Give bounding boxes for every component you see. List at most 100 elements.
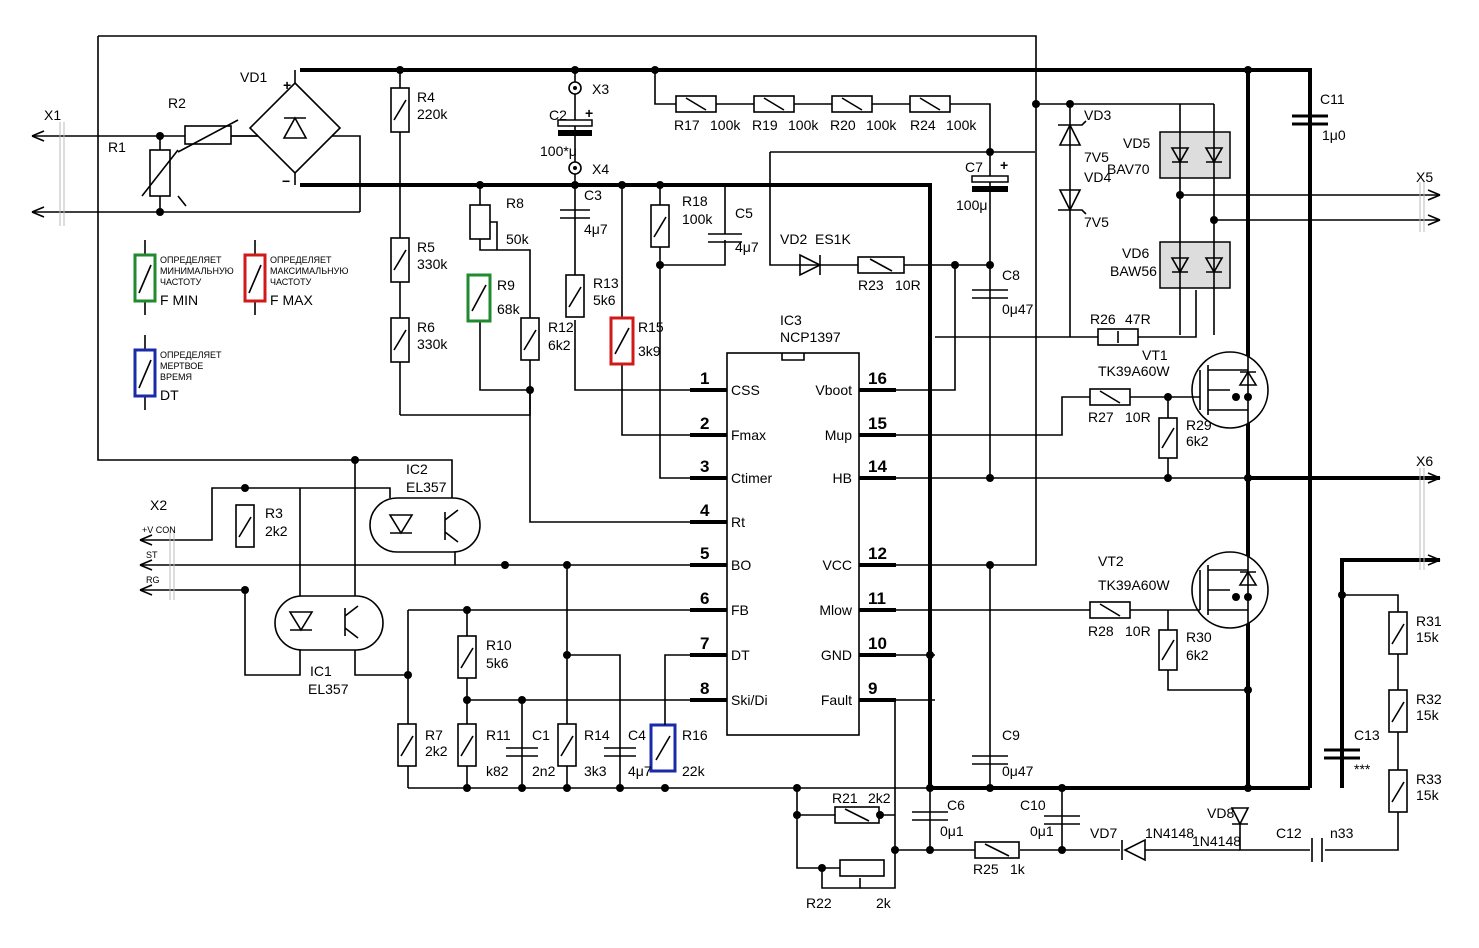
svg-text:2k2: 2k2 [868, 790, 891, 806]
legend-text: МАКСИМАЛЬНУЮ [270, 266, 348, 276]
svg-text:C11: C11 [1320, 91, 1345, 107]
svg-text:R19: R19 [752, 117, 778, 133]
svg-text:IC3: IC3 [780, 312, 802, 328]
svg-text:100μ: 100μ [956, 197, 987, 213]
ic-pin-label: FB [731, 602, 749, 618]
svg-text:100k: 100k [682, 211, 713, 227]
legend-text: МИНИМАЛЬНУЮ [160, 266, 234, 276]
svg-text:0μ47: 0μ47 [1002, 301, 1034, 317]
junction-dot [926, 784, 934, 792]
junction-dot [1244, 474, 1252, 482]
junction-dot [926, 846, 934, 854]
svg-text:C4: C4 [628, 727, 646, 743]
junction-dot [351, 456, 359, 464]
junction-dot [518, 696, 526, 704]
junction-dot [651, 66, 659, 74]
svg-text:4μ7: 4μ7 [584, 221, 608, 237]
svg-text:X2: X2 [150, 497, 167, 513]
svg-text:IC1: IC1 [310, 663, 332, 679]
svg-text:5k6: 5k6 [593, 292, 616, 308]
svg-text:R17: R17 [674, 117, 700, 133]
svg-text:100k: 100k [710, 117, 741, 133]
junction-dot [986, 474, 994, 482]
svg-text:R25: R25 [973, 861, 999, 877]
r2-label: R2 [168, 95, 186, 111]
svg-text:+: + [283, 77, 291, 93]
svg-text:R18: R18 [682, 193, 708, 209]
svg-text:VT1: VT1 [1142, 347, 1168, 363]
svg-text:7V5: 7V5 [1084, 149, 1109, 165]
svg-text:R12: R12 [548, 319, 574, 335]
svg-text:RG: RG [146, 575, 160, 585]
svg-text:10R: 10R [1125, 409, 1151, 425]
svg-text:R4: R4 [417, 89, 435, 105]
junction-dot [1066, 100, 1074, 108]
svg-text:R5: R5 [417, 239, 435, 255]
svg-text:2n2: 2n2 [532, 763, 556, 779]
junction-dot [563, 651, 571, 659]
r1-label: R1 [108, 139, 126, 155]
legend-text: ОПРЕДЕЛЯЕТ [270, 255, 332, 265]
ic-pin-label: DT [731, 647, 750, 663]
svg-text:R23: R23 [858, 277, 884, 293]
svg-text:IC2: IC2 [406, 461, 428, 477]
svg-text:10R: 10R [895, 277, 921, 293]
svg-text:4μ7: 4μ7 [735, 239, 759, 255]
svg-text:15k: 15k [1416, 787, 1440, 803]
svg-text:0μ1: 0μ1 [1030, 823, 1054, 839]
svg-text:R33: R33 [1416, 771, 1442, 787]
svg-text:VD4: VD4 [1084, 169, 1111, 185]
legend-text: ОПРЕДЕЛЯЕТ [160, 255, 222, 265]
svg-text:R31: R31 [1416, 613, 1442, 629]
ic-pin-number: 3 [700, 457, 709, 476]
ic-pin-label: Ski/Di [731, 692, 768, 708]
x1-label: X1 [44, 107, 61, 123]
junction-dot [1338, 591, 1346, 599]
junction-dot [1244, 393, 1252, 401]
svg-text:330k: 330k [417, 336, 448, 352]
junction-dot [926, 651, 934, 659]
svg-text:2k2: 2k2 [425, 743, 448, 759]
ic-pin-number: 4 [700, 501, 710, 520]
junction-dot [891, 846, 899, 854]
junction-dot [1032, 100, 1040, 108]
svg-text:R29: R29 [1186, 417, 1212, 433]
svg-text:C8: C8 [1002, 267, 1020, 283]
junction-dot [793, 784, 801, 792]
legend-text: ЧАСТОТУ [270, 277, 312, 287]
legend-text: ВРЕМЯ [160, 372, 192, 382]
svg-text:BAW56: BAW56 [1110, 263, 1157, 279]
svg-text:X5: X5 [1416, 169, 1433, 185]
ic-pin-label: VCC [822, 557, 852, 573]
svg-text:n33: n33 [1330, 825, 1354, 841]
vd1-label: VD1 [240, 69, 267, 85]
ic-pin-number: 2 [700, 414, 709, 433]
svg-text:0μ47: 0μ47 [1002, 763, 1034, 779]
svg-text:R27: R27 [1088, 409, 1114, 425]
svg-text:ST: ST [146, 550, 158, 560]
legend-label: F MIN [160, 292, 198, 308]
svg-text:47R: 47R [1125, 311, 1151, 327]
svg-text:VD7: VD7 [1090, 825, 1117, 841]
ic-pin-number: 15 [868, 414, 887, 433]
ic-pin-number: 8 [700, 679, 709, 698]
svg-text:R10: R10 [486, 637, 512, 653]
ic-pin-number: 10 [868, 634, 887, 653]
junction-dot [476, 181, 484, 189]
svg-text:TK39A60W: TK39A60W [1098, 577, 1170, 593]
svg-text:R26: R26 [1090, 311, 1116, 327]
svg-text:R14: R14 [584, 727, 610, 743]
svg-text:4μ7: 4μ7 [628, 763, 652, 779]
ic-pin-number: 11 [868, 589, 886, 608]
ic-pin-label: Vboot [815, 382, 852, 398]
svg-text:C12: C12 [1276, 825, 1302, 841]
junction-dot [818, 864, 826, 872]
ic-pin-label: Mlow [819, 602, 853, 618]
